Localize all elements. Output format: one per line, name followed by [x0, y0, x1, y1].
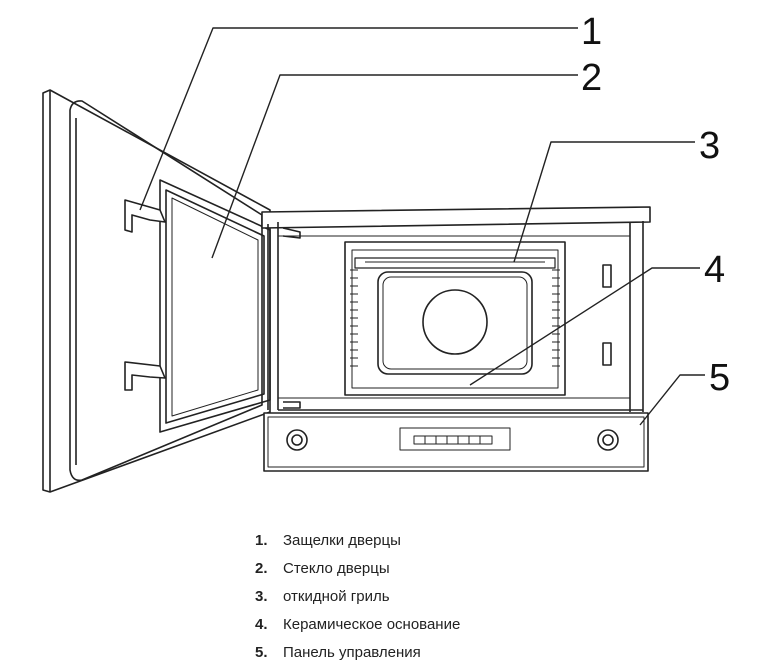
callout-4: 4	[704, 249, 725, 291]
callout-5: 5	[709, 357, 730, 399]
door	[42, 89, 271, 493]
cabinet	[261, 206, 651, 412]
ceramic-base	[377, 271, 533, 375]
legend-number: 5.	[255, 644, 268, 661]
control-knob-left	[286, 429, 308, 451]
legend-text: Стекло дверцы	[283, 560, 390, 577]
flip-grill	[354, 257, 556, 269]
legend-text: Керамическое основание	[283, 616, 461, 633]
legend-number: 3.	[255, 588, 268, 605]
control-panel	[263, 412, 649, 472]
legend-item: 3. откидной гриль	[255, 583, 460, 611]
microwave-diagram: 1 2 3 4 5	[42, 11, 730, 493]
door-glass	[159, 179, 271, 433]
legend-text: Защелки дверцы	[283, 532, 401, 549]
legend-list: 1. Защелки дверцы 2. Стекло дверцы 3. откид…	[255, 527, 460, 667]
legend-item: 2. Стекло дверцы	[255, 555, 460, 583]
legend-text: откидной гриль	[283, 588, 390, 605]
callout-1: 1	[581, 11, 602, 53]
door-latch-lower	[124, 361, 166, 391]
leader-lines	[139, 27, 705, 426]
legend-text: Панель управления	[283, 644, 421, 661]
control-knob-right	[597, 429, 619, 451]
legend-item: 4. Керамическое основание	[255, 611, 460, 639]
callout-3: 3	[699, 125, 720, 167]
legend-number: 4.	[255, 616, 268, 633]
legend-item: 1. Защелки дверцы	[255, 527, 460, 555]
legend-number: 1.	[255, 532, 268, 549]
legend-item: 5. Панель управления	[255, 639, 460, 667]
cavity	[344, 241, 566, 396]
door-latch-upper	[124, 199, 166, 233]
callout-2: 2	[581, 57, 602, 99]
legend-number: 2.	[255, 560, 268, 577]
